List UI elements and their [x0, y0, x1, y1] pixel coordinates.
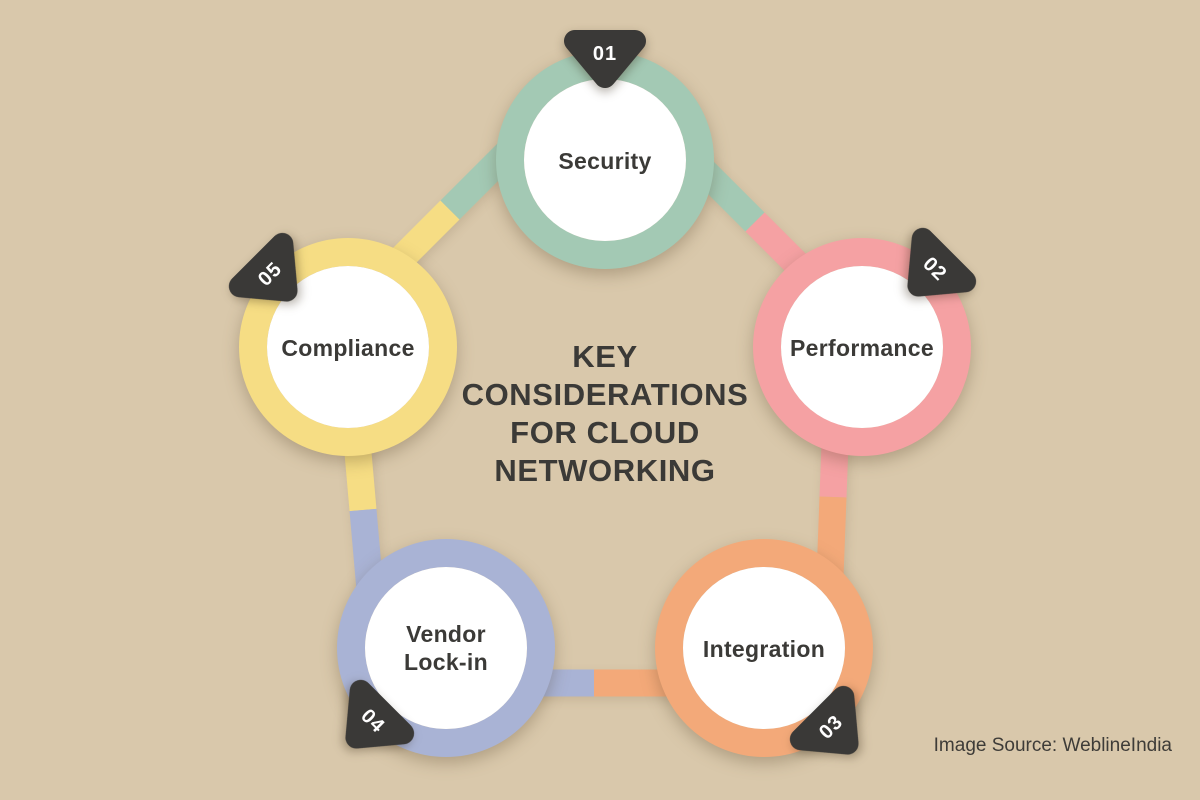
node-vendor-lock-in: Vendor Lock-in 04: [337, 539, 555, 757]
compliance-badge: 05: [228, 232, 298, 302]
node-compliance: Compliance 05: [228, 232, 457, 456]
node-performance: Performance 02: [753, 227, 977, 456]
integration-inner-circle: [683, 567, 845, 729]
vendor-lock-in-badge: 04: [345, 679, 415, 749]
center-title-line3: FOR CLOUD: [510, 415, 700, 450]
center-title-line2: CONSIDERATIONS: [462, 377, 749, 412]
compliance-badge-triangle-icon: [228, 232, 298, 302]
performance-inner-circle: [781, 266, 943, 428]
performance-ring: [753, 238, 971, 456]
node-security: Security 01: [496, 30, 714, 269]
integration-label: Integration: [703, 636, 825, 662]
vendor-lock-in-label-line2: Lock-in: [404, 649, 488, 675]
security-badge-number: 01: [593, 43, 617, 65]
performance-label: Performance: [790, 335, 934, 361]
security-label: Security: [558, 148, 651, 174]
performance-badge: 02: [907, 227, 977, 297]
node-integration: Integration 03: [655, 539, 873, 757]
compliance-ring: [239, 238, 457, 456]
center-title-line1: KEY: [572, 339, 638, 374]
vendor-lock-in-label-line1: Vendor: [406, 621, 486, 647]
vendor-lock-in-inner-circle: [365, 567, 527, 729]
security-inner-circle: [524, 79, 686, 241]
center-title-line4: NETWORKING: [494, 453, 715, 488]
security-badge-triangle-icon: [564, 30, 646, 88]
vendor-lock-in-ring: [337, 539, 555, 757]
integration-ring: [655, 539, 873, 757]
compliance-label: Compliance: [281, 335, 414, 361]
security-badge: 01: [564, 30, 646, 88]
integration-badge: 03: [789, 685, 859, 755]
performance-badge-triangle-icon: [907, 227, 977, 297]
center-title: KEY CONSIDERATIONS FOR CLOUD NETWORKING: [462, 339, 749, 488]
image-source-note: Image Source: WeblineIndia: [934, 735, 1173, 756]
vendor-lock-in-badge-triangle-icon: [345, 679, 415, 749]
integration-badge-triangle-icon: [789, 685, 859, 755]
compliance-inner-circle: [267, 266, 429, 428]
